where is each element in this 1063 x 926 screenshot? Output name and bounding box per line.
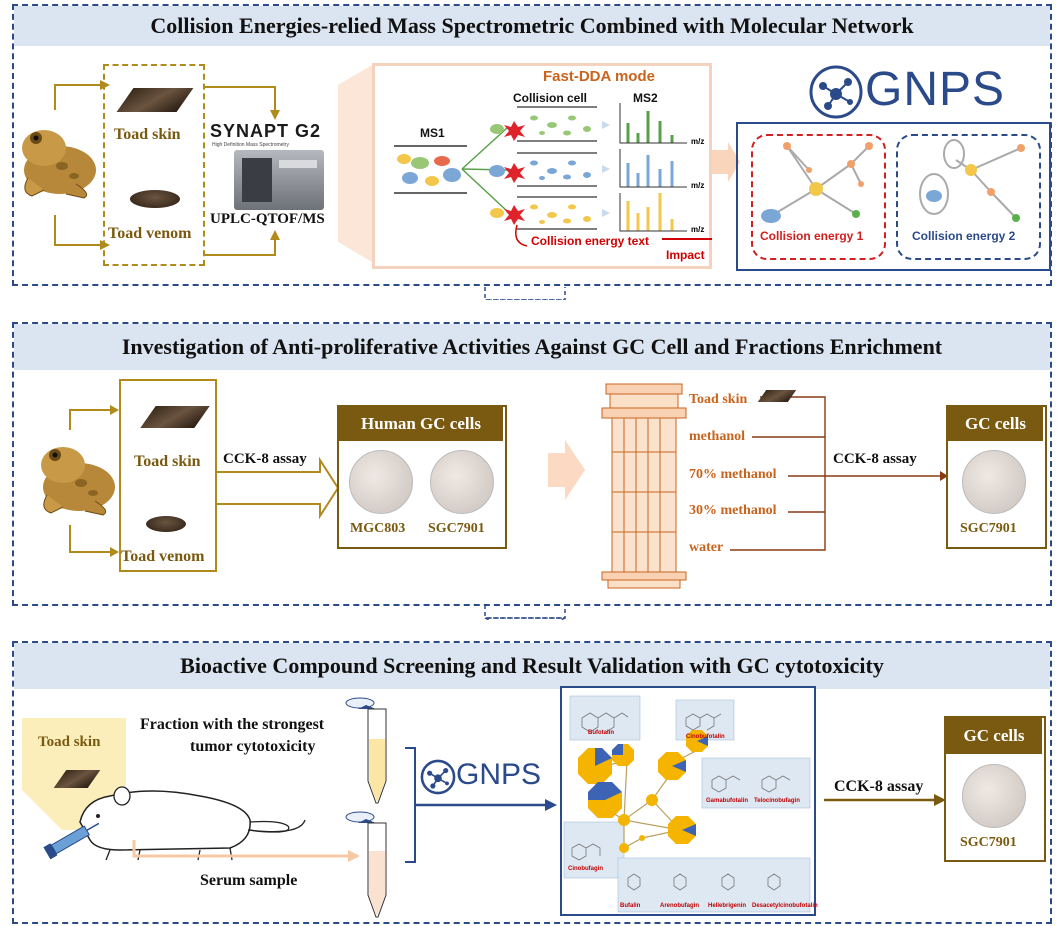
panel3-connectors bbox=[405, 747, 557, 863]
compound-bufotalin: Bufotalin bbox=[588, 730, 614, 736]
network-graph-2 bbox=[919, 139, 1025, 222]
ce1-box bbox=[751, 134, 886, 260]
fast-dda-box bbox=[372, 63, 712, 269]
fraction-label-2: tumor cytotoxicity bbox=[190, 738, 316, 755]
mz-label-3: m/z bbox=[691, 225, 705, 234]
collision-cell-label: Collision cell bbox=[513, 91, 588, 105]
sgc7901-dish bbox=[430, 450, 494, 514]
fast-dda-label: Fast-DDA mode bbox=[543, 68, 655, 85]
panel3-assay-arrow bbox=[824, 794, 946, 806]
mz-label-1: m/z bbox=[691, 137, 705, 146]
gnps-small-icon bbox=[420, 759, 456, 795]
toad-venom-label: Toad venom bbox=[108, 225, 192, 242]
gnps-logo-icon bbox=[809, 65, 863, 119]
panel2-toad-venom-label: Toad venom bbox=[121, 548, 205, 565]
synapt-logo: SYNAPT G2 bbox=[210, 121, 322, 141]
mz-label-2: m/z bbox=[691, 181, 705, 190]
compound-hellebrigenin: Hellebrigenin bbox=[708, 903, 747, 909]
ce1-label: Collision energy 1 bbox=[760, 229, 864, 243]
compound-gamabufotalin: Gamabufotalin bbox=[706, 798, 749, 804]
sgc7901-dish-3 bbox=[962, 764, 1026, 828]
panel2-assay-label: CCK-8 assay bbox=[223, 451, 307, 467]
sgc7901-label-2: SGC7901 bbox=[960, 521, 1017, 536]
gc-cells-title-3: GC cells bbox=[946, 718, 1042, 754]
panel-compound-screening: Bioactive Compound Screening and Result … bbox=[12, 641, 1052, 924]
gc-cells-title: GC cells bbox=[948, 407, 1043, 441]
panel2-connectors bbox=[69, 396, 948, 620]
collision-energy-text: Collision energy text bbox=[531, 234, 650, 248]
fraction-30-methanol: 30% methanol bbox=[689, 503, 777, 518]
fraction-water: water bbox=[689, 540, 724, 555]
toad-skin-label: Toad skin bbox=[114, 126, 181, 143]
sgc7901-dish-2 bbox=[962, 450, 1026, 514]
gnps-logo-text: GNPS bbox=[865, 63, 1006, 116]
ms2-label: MS2 bbox=[633, 91, 658, 105]
compound-desacetylcinobufotalin: Desacetylcinobufotalin bbox=[752, 903, 818, 909]
toad-icon-2 bbox=[41, 447, 115, 516]
test-tubes bbox=[345, 697, 387, 918]
panel3-toad-skin-label: Toad skin bbox=[38, 734, 101, 750]
compound-bufalin-bottom: Bufalin bbox=[620, 903, 641, 909]
panel3-assay-label: CCK-8 assay bbox=[834, 778, 924, 795]
fraction-label-1: Fraction with the strongest bbox=[140, 716, 325, 733]
ce2-box bbox=[896, 134, 1041, 260]
sample-box bbox=[103, 64, 205, 266]
panel2-title: Investigation of Anti-proliferative Acti… bbox=[14, 324, 1050, 370]
toad-venom-image-2 bbox=[146, 516, 186, 532]
ms-schematic bbox=[394, 103, 712, 247]
fraction-methanol: methanol bbox=[689, 429, 745, 444]
human-gc-title: Human GC cells bbox=[339, 407, 503, 441]
compound-telocinobufagin: Telocinobufagin bbox=[754, 798, 800, 804]
panel-antiproliferative: Investigation of Anti-proliferative Acti… bbox=[12, 322, 1052, 606]
sgc7901-label: SGC7901 bbox=[428, 521, 485, 536]
chromatography-column bbox=[601, 383, 687, 589]
compound-cinobufotalin: Cinobufotalin bbox=[686, 734, 725, 740]
panel2-sample-box bbox=[119, 379, 217, 572]
compound-cinobufagin: Cinobufagin bbox=[568, 866, 603, 872]
gnps-small-text: GNPS bbox=[456, 758, 542, 791]
panel2-assay2-label: CCK-8 assay bbox=[833, 451, 917, 467]
mgc803-label: MGC803 bbox=[350, 521, 406, 536]
fraction-70-methanol: 70% methanol bbox=[689, 467, 777, 482]
column-toad-skin: Toad skin bbox=[689, 392, 748, 407]
panel1-title: Collision Energies-relied Mass Spectrome… bbox=[14, 6, 1050, 46]
impact-label: Impact bbox=[666, 248, 705, 262]
panel2-toad-skin-label: Toad skin bbox=[134, 453, 201, 470]
compound-arenobufagin: Arenobufagin bbox=[660, 903, 699, 909]
instrument-image bbox=[234, 150, 324, 210]
instrument-label: UPLC-QTOF/MS bbox=[210, 211, 325, 227]
serum-label: Serum sample bbox=[200, 872, 298, 889]
synapt-subtitle: High Definition Mass Spectrometry bbox=[212, 142, 289, 148]
ce2-label: Collision energy 2 bbox=[912, 229, 1016, 243]
network-box bbox=[736, 122, 1051, 271]
sgc7901-label-3: SGC7901 bbox=[960, 835, 1017, 850]
network-graph-1 bbox=[761, 142, 873, 223]
compound-network bbox=[563, 695, 811, 913]
serum-arrow bbox=[132, 840, 360, 862]
panel3-title: Bioactive Compound Screening and Result … bbox=[14, 643, 1050, 689]
ms1-label: MS1 bbox=[420, 126, 445, 140]
toad-venom-image bbox=[130, 190, 180, 208]
panel1-connectors bbox=[54, 65, 740, 300]
mgc803-dish bbox=[349, 450, 413, 514]
panel-ce-ms-network: Collision Energies-relied Mass Spectrome… bbox=[12, 4, 1052, 286]
toad-icon bbox=[22, 130, 96, 199]
